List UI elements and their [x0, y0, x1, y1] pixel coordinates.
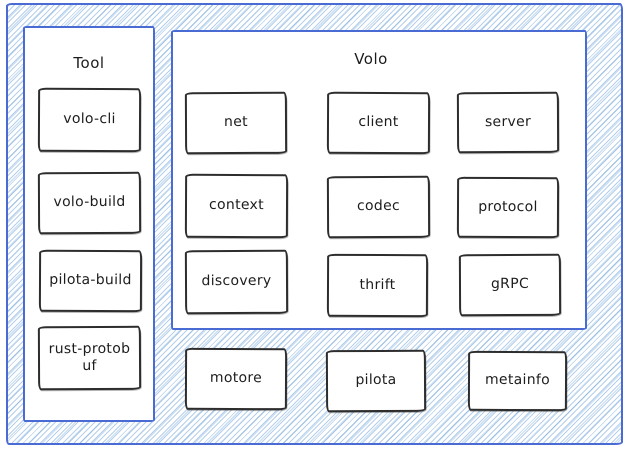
node-context: context: [184, 173, 289, 239]
node-volo-build-label: volo-build: [53, 194, 126, 211]
node-codec-label: codec: [356, 198, 401, 215]
node-pilota-build: pilota-build: [38, 249, 143, 313]
node-volo-cli: volo-cli: [37, 87, 142, 153]
node-net-label: net: [224, 114, 248, 131]
node-metainfo-label: metainfo: [484, 372, 551, 389]
node-pilota: pilota: [325, 349, 427, 413]
node-discovery-label: discovery: [201, 273, 272, 290]
node-client: client: [326, 91, 431, 155]
volo-panel-title: Volo: [354, 50, 388, 68]
node-protocol-label: protocol: [478, 198, 538, 215]
node-rust-protobuf: rust-protob uf: [37, 325, 142, 391]
node-motore: motore: [184, 347, 288, 411]
node-server-label: server: [484, 113, 532, 130]
node-client-label: client: [358, 114, 399, 131]
node-metainfo: metainfo: [467, 350, 568, 412]
node-volo-cli-label: volo-cli: [63, 111, 116, 128]
node-pilota-build-label: pilota-build: [49, 272, 132, 289]
node-context-label: context: [209, 197, 264, 214]
node-rust-protobuf-label: rust-protob uf: [48, 340, 131, 375]
node-grpc: gRPC: [458, 253, 562, 317]
node-net: net: [184, 91, 288, 155]
node-pilota-label: pilota: [355, 372, 397, 389]
node-thrift-label: thrift: [359, 276, 396, 293]
node-codec: codec: [326, 175, 431, 239]
node-thrift: thrift: [326, 253, 429, 318]
node-server: server: [456, 91, 560, 154]
tool-panel-title: Tool: [73, 54, 105, 72]
node-protocol: protocol: [456, 176, 560, 239]
node-grpc-label: gRPC: [490, 276, 530, 293]
node-volo-build: volo-build: [37, 171, 142, 235]
node-discovery: discovery: [184, 249, 289, 315]
node-motore-label: motore: [209, 370, 263, 387]
